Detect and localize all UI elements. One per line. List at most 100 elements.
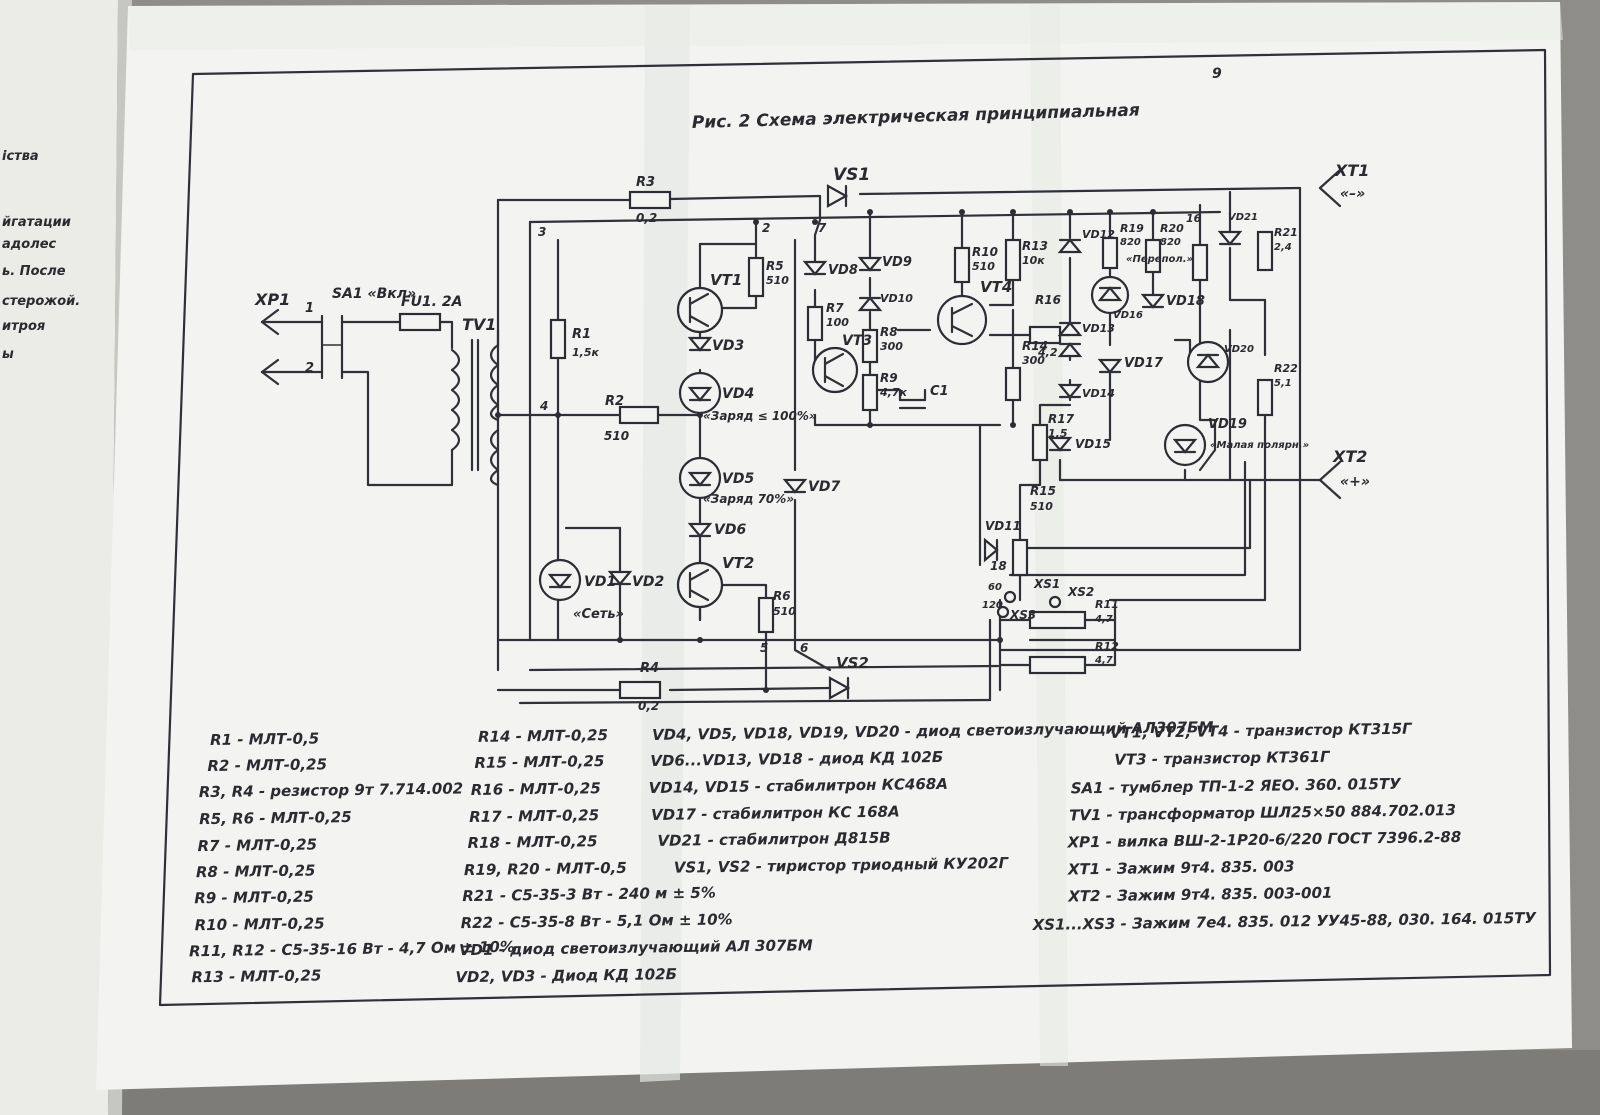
- r1-label: R1: [572, 327, 591, 342]
- vs2-thyristor: [828, 676, 851, 700]
- legend-line: XP1 - вилка ВШ-2-1Р20-6/220 ГОСТ 7396.2-…: [1066, 828, 1461, 852]
- legend-line: R2 - МЛТ-0,25: [207, 755, 327, 775]
- r11-resistor: [1028, 610, 1087, 630]
- r21-label: R21: [1274, 226, 1298, 239]
- legend-line: R21 - С5-35-3 Вт - 240 м ± 5%: [462, 884, 716, 906]
- r22-label: R22: [1274, 362, 1298, 375]
- vd21-label: VD21: [1228, 212, 1258, 223]
- xs1-note: 60: [988, 582, 1002, 593]
- led-indicators: [538, 275, 1230, 602]
- r11-label: R11: [1095, 598, 1119, 611]
- legend-line: R8 - МЛТ-0,25: [196, 862, 316, 882]
- r15-value: 510: [1030, 500, 1053, 513]
- r4-label: R4: [640, 661, 659, 676]
- left-fragment: йгатации: [2, 215, 71, 230]
- vd20-note: «Перепол.»: [1126, 254, 1193, 265]
- vd9-label: VD9: [882, 255, 912, 270]
- vd15-label: VD15: [1075, 437, 1111, 451]
- r14-value: 300: [1022, 354, 1045, 367]
- r14-resistor: [1004, 366, 1022, 402]
- legend-line: VT1, VT2, VT4 - транзистор КТ315Г: [1110, 720, 1413, 742]
- vd16-label: VD16: [1113, 310, 1143, 321]
- vd5-note: «Заряд 70%»: [703, 492, 794, 506]
- legend-line: SA1 - тумблер ТП-1-2 ЯЕО. 360. 015ТУ: [1071, 775, 1403, 798]
- legend-line: R17 - МЛТ-0,25: [469, 806, 599, 826]
- legend-line: R10 - МЛТ-0,25: [195, 914, 325, 934]
- r5-resistor: [747, 256, 765, 298]
- legend-line: R16 - МЛТ-0,25: [471, 779, 601, 799]
- r13-resistor: [1004, 238, 1022, 282]
- legend-line: VD14, VD15 - стабилитрон КС468А: [649, 775, 948, 797]
- sheet-top-shade: [128, 2, 1563, 50]
- legend-line: R7 - МЛТ-0,25: [197, 836, 317, 856]
- vt1-label: VT1: [710, 271, 742, 289]
- r16-value: 4,2: [1037, 346, 1058, 359]
- vd17-label: VD17: [1124, 356, 1164, 371]
- legend-line: R11, R12 - С5-35-16 Вт - 4,7 Ом ± 10%: [189, 938, 515, 961]
- fold-crease-2: [1030, 4, 1068, 1066]
- r2-value: 510: [604, 429, 629, 443]
- drawing-frame: [158, 48, 1552, 1007]
- r5-value: 510: [766, 274, 789, 287]
- vd10-label: VD10: [880, 292, 913, 305]
- vd6-label: VD6: [714, 522, 746, 538]
- vd18-label: VD18: [1166, 294, 1205, 309]
- left-page-text: іства йгатации адолес ь. После стерожой.…: [2, 149, 80, 362]
- r2-resistor: [618, 405, 660, 425]
- vd4-note: «Заряд ≤ 100%»: [703, 409, 817, 423]
- legend-line: VT3 - транзистор КТ361Г: [1114, 748, 1331, 769]
- legend-line: R19, R20 - МЛТ-0,5: [464, 859, 627, 879]
- vt3-label: VT3: [842, 333, 872, 349]
- vs2-label: VS2: [836, 654, 869, 672]
- r22-value: 5,1: [1274, 378, 1292, 389]
- r21-value: 2,4: [1274, 242, 1292, 253]
- r21-resistor: [1256, 230, 1274, 272]
- vd1-label: VD1: [584, 574, 616, 590]
- legend-line: XT2 - Зажим 9т4. 835. 003-001: [1067, 884, 1332, 906]
- xt1-polarity: «–»: [1340, 186, 1365, 202]
- vt1-transistor: [676, 286, 724, 334]
- vd19-label: VD19: [1208, 417, 1247, 432]
- legend-line: R3, R4 - резистор 9т 7.714.002: [199, 779, 464, 801]
- vd11-label: VD11: [985, 519, 1021, 533]
- r-right-resistor: [1191, 243, 1209, 282]
- r19-resistor: [1101, 236, 1119, 270]
- vd5-label: VD5: [722, 471, 754, 487]
- fu1-label: FU1. 2A: [401, 294, 462, 310]
- r12-value: 4,7: [1094, 655, 1113, 666]
- vd1-note: «Сеть»: [573, 607, 624, 622]
- vd14-label: VD14: [1082, 387, 1115, 400]
- node-label: 3: [538, 225, 546, 239]
- r7-label: R7: [826, 301, 844, 315]
- left-fragment: ы: [2, 347, 14, 362]
- r9-resistor: [861, 373, 879, 412]
- legend-line: R1 - МЛТ-0,5: [210, 729, 319, 749]
- r6-label: R6: [773, 589, 791, 603]
- vt3-transistor: [811, 346, 859, 394]
- r8-value: 300: [880, 340, 903, 353]
- legend-line: R13 - МЛТ-0,25: [191, 966, 321, 986]
- xp1-label: XP1: [254, 290, 290, 309]
- left-fragment: итроя: [2, 319, 45, 334]
- r1-value: 1,5к: [572, 346, 599, 359]
- legend-line: VD1 - диод светоизлучающий АЛ 307БМ: [459, 936, 813, 959]
- r17-resistor: [1031, 423, 1049, 462]
- r12-resistor: [1028, 655, 1087, 675]
- vt2-transistor: [676, 561, 724, 609]
- sa1-switch: [320, 314, 344, 380]
- vd4-label: VD4: [722, 386, 754, 402]
- xt2-polarity: «+»: [1340, 474, 1370, 490]
- vs1-thyristor: [826, 184, 849, 208]
- left-fragment: стерожой.: [2, 294, 80, 309]
- xs-sockets: [996, 590, 1062, 619]
- node-label: 2: [762, 221, 770, 235]
- node-label: 7: [818, 221, 827, 235]
- r9-label: R9: [880, 371, 898, 385]
- r7-resistor: [806, 305, 824, 342]
- vd7-label: VD7: [808, 479, 840, 495]
- vt4-transistor: [936, 294, 988, 346]
- vt2-label: VT2: [722, 554, 754, 572]
- r3-resistor: [628, 190, 672, 210]
- legend-line: VD2, VD3 - Диод КД 102Б: [455, 965, 677, 986]
